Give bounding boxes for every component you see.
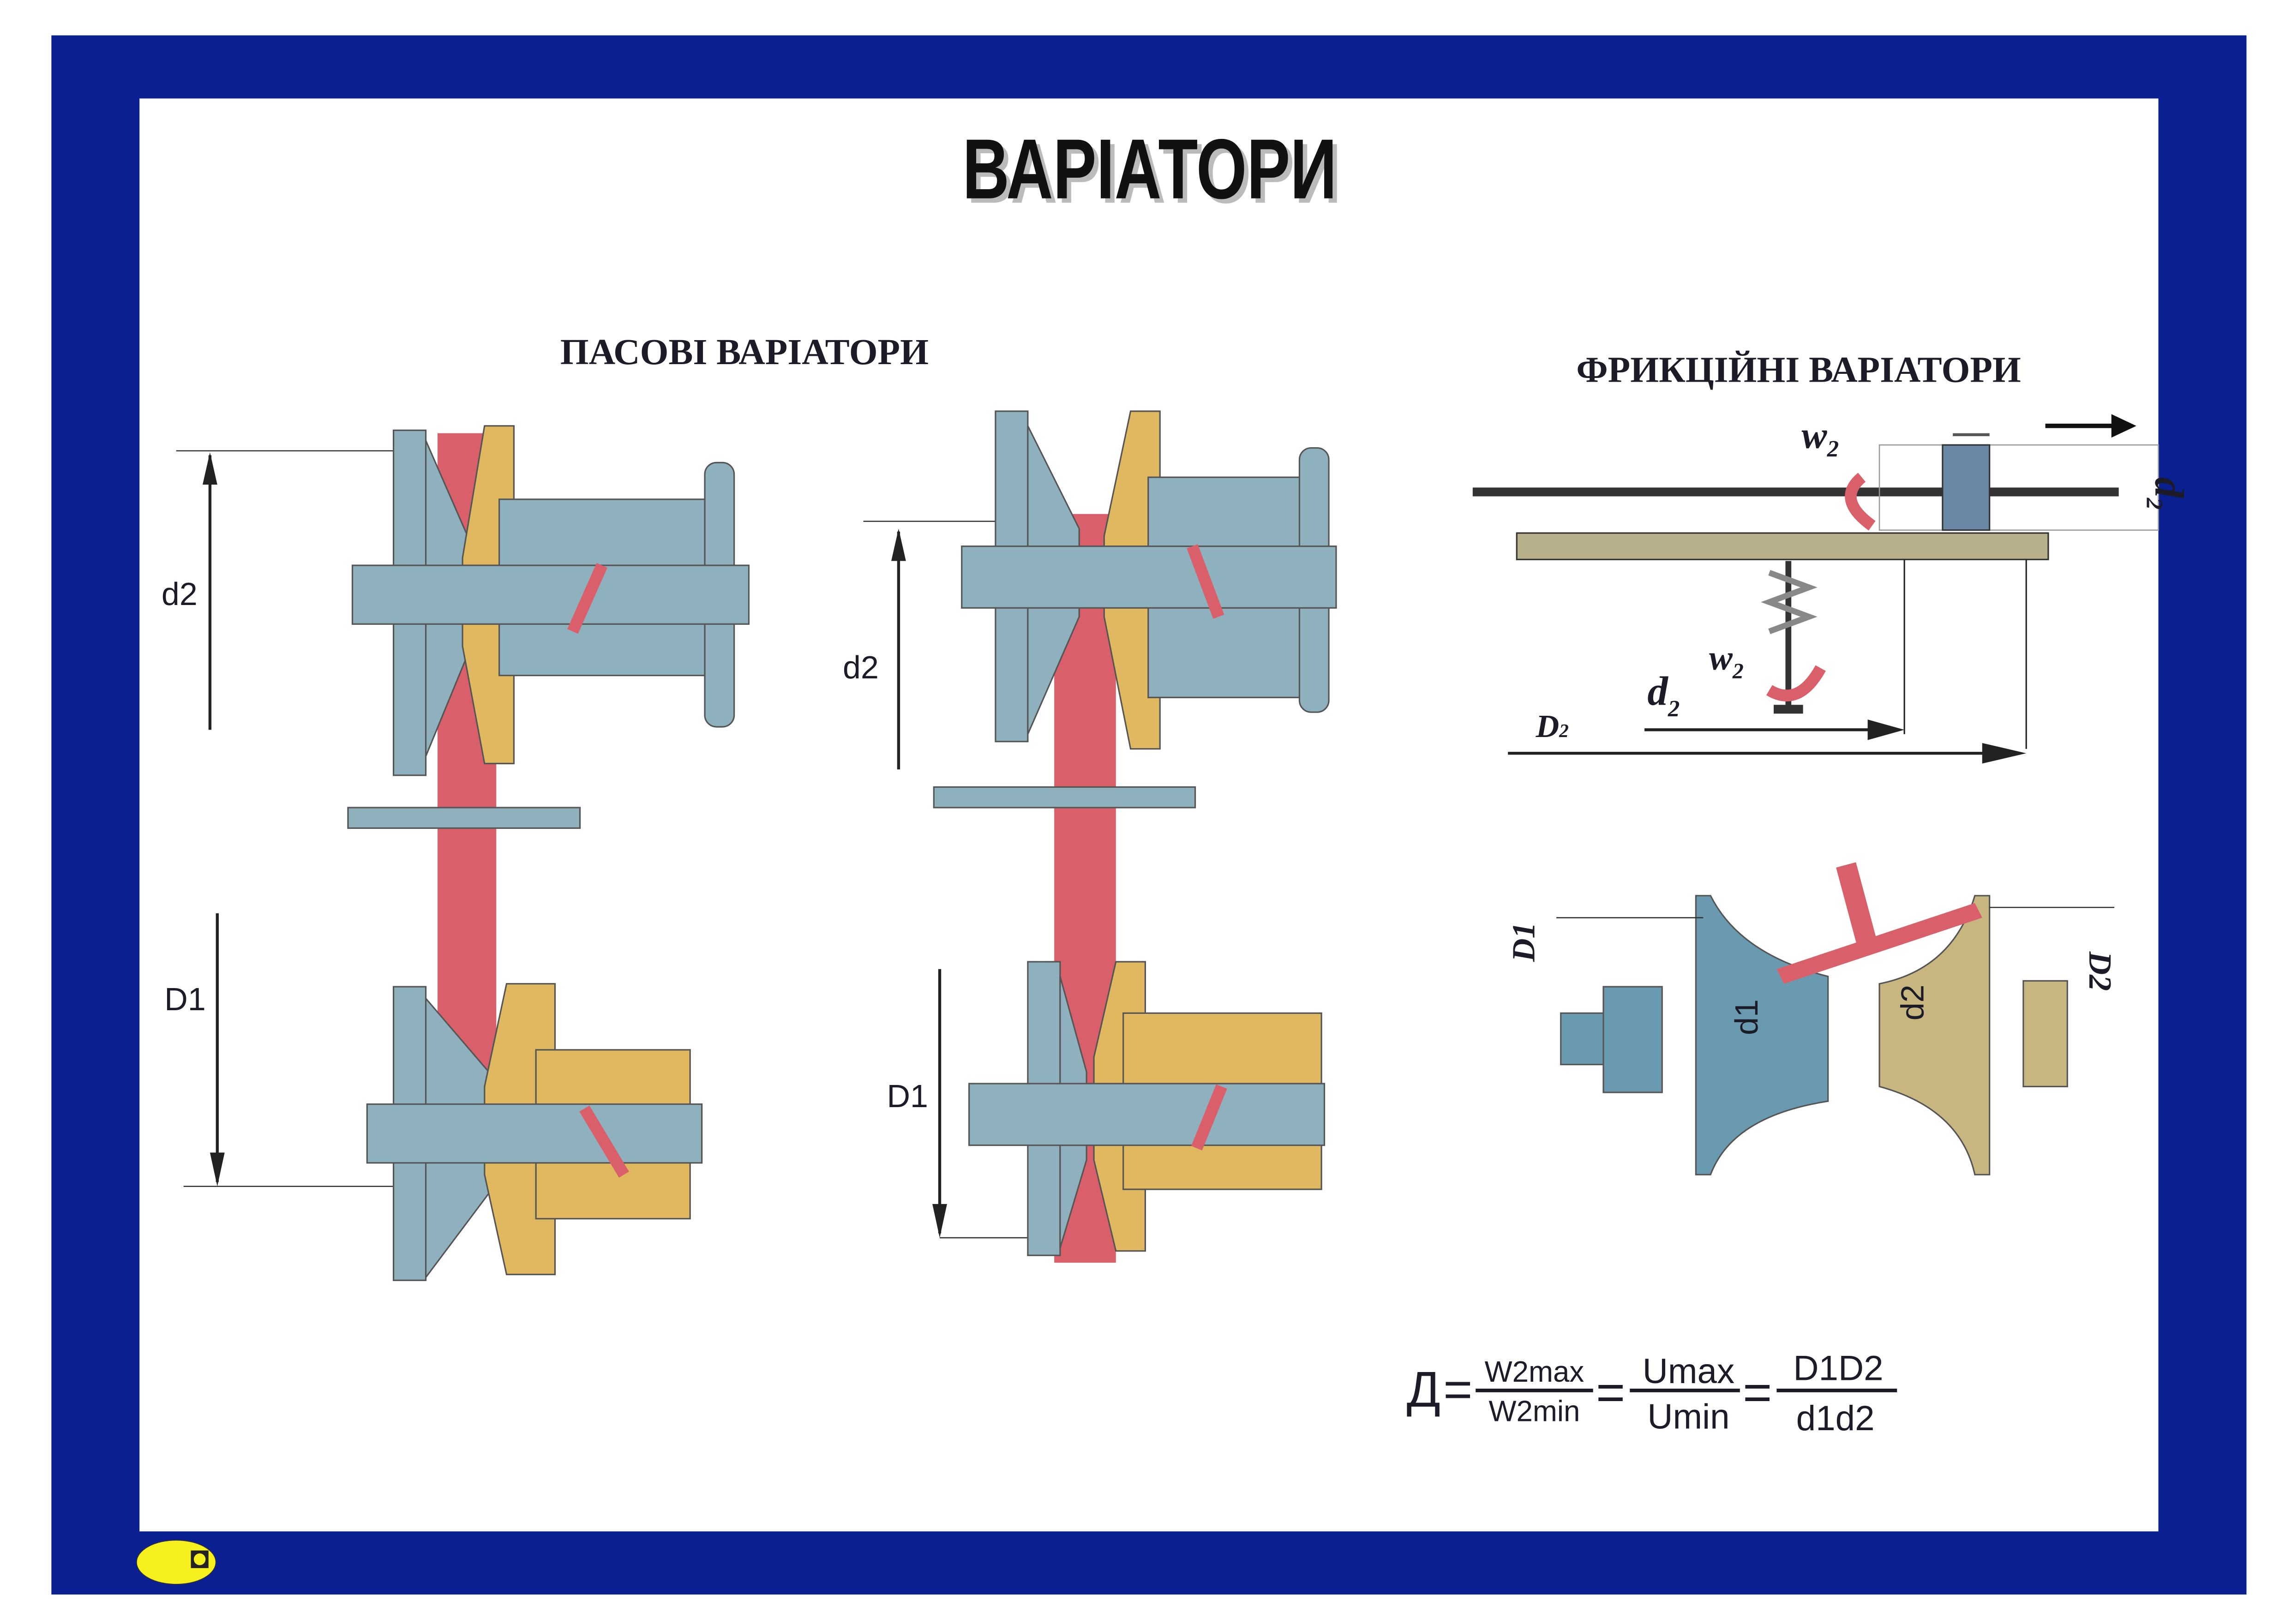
D2-label: D2 xyxy=(1536,709,1569,744)
formula-eq: = xyxy=(1443,1361,1472,1417)
D1-label: D1 xyxy=(1506,922,1542,962)
formula-D1D2: D1D2 xyxy=(1793,1349,1883,1388)
label-D1: D1 xyxy=(887,1078,928,1114)
formula-eq: = xyxy=(1743,1364,1772,1420)
d1-label: d1 xyxy=(1728,999,1764,1035)
d2-small-label: d2 xyxy=(1894,984,1930,1020)
page-title: ВАРІАТОРИ xyxy=(962,122,1337,217)
label-d2: d2 xyxy=(843,649,879,685)
range-formula: Д = W2max W2min = Umax Umin = D1D2 d1d2 xyxy=(1407,1349,1897,1438)
friction-cone-variator: D1 d1 d2 D2 xyxy=(1506,862,2118,1175)
D2-label: D2 xyxy=(2082,951,2118,991)
formula-lhs: Д xyxy=(1407,1361,1440,1417)
formula-eq: = xyxy=(1596,1364,1625,1420)
formula-w2min: W2min xyxy=(1488,1395,1580,1428)
formula-umin: Umin xyxy=(1647,1397,1729,1437)
formula-w2max: W2max xyxy=(1485,1355,1584,1388)
label-D1: D1 xyxy=(164,981,205,1017)
d2-label: d2 xyxy=(1647,669,1680,722)
formula-d1d2: d1d2 xyxy=(1796,1399,1875,1438)
belt-variator-2: d2 D1 xyxy=(843,410,1337,1263)
formula-umax: Umax xyxy=(1643,1352,1734,1391)
omega-bottom-label: w2 xyxy=(1709,638,1744,683)
belt-variator-1: d2 D1 xyxy=(162,425,750,1281)
omega-label: w2 xyxy=(1801,414,1839,462)
section-belt-title: ПАСОВІ ВАРІАТОРИ xyxy=(560,332,929,372)
section-friction-title: ФРИКЦІЙНІ ВАРІАТОРИ xyxy=(1576,349,2021,390)
label-d2: d2 xyxy=(162,576,198,612)
d2-right-label: d2 xyxy=(2141,477,2191,509)
friction-disk-variator: w2 d2 w2 d2 D2 xyxy=(1472,414,2191,764)
publisher-logo xyxy=(136,1540,216,1585)
